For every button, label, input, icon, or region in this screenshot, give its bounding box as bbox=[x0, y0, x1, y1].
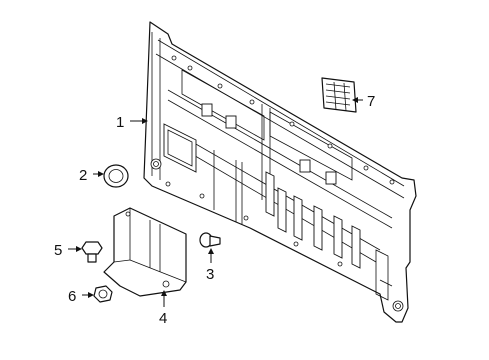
callout-5: 5 bbox=[54, 242, 62, 259]
callout-4: 4 bbox=[159, 310, 167, 327]
callout-7: 7 bbox=[367, 93, 375, 110]
leader-lines bbox=[68, 97, 363, 307]
grommet-part bbox=[103, 164, 129, 188]
callout-1: 1 bbox=[116, 114, 124, 131]
push-pin-part bbox=[199, 232, 221, 248]
callout-2: 2 bbox=[79, 167, 87, 184]
back-panel-part bbox=[143, 21, 417, 323]
callout-6: 6 bbox=[68, 288, 76, 305]
callout-3: 3 bbox=[206, 266, 214, 283]
vent-grille-part bbox=[321, 77, 357, 113]
nut-part bbox=[93, 285, 113, 303]
panel-recess bbox=[163, 123, 197, 173]
bolt-part bbox=[81, 241, 103, 263]
support-bracket-part bbox=[103, 207, 187, 297]
